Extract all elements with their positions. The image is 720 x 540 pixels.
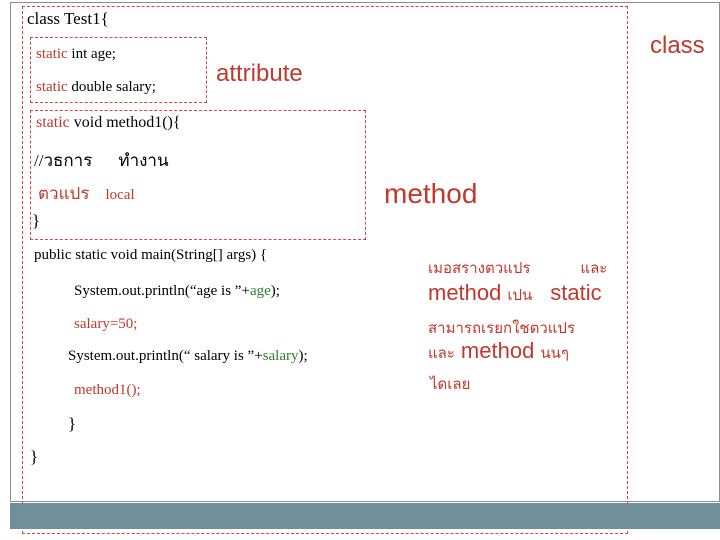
comment-line: //วธการ ทำงาน — [34, 147, 169, 174]
class-declaration: class Test1{ — [27, 9, 109, 28]
main-close-brace: } — [68, 414, 77, 433]
local-keyword: local — [105, 187, 135, 203]
print-salary-line: System.out.println(“ salary is ”+salary)… — [68, 348, 308, 364]
local-thai-label: ตวแปร — [38, 184, 90, 203]
method-close-brace: } — [32, 211, 41, 230]
note-line-5: ไดเลย — [430, 376, 471, 393]
method-declaration: static void method1(){ — [36, 114, 181, 132]
print-age-line: System.out.println(“age is ”+age); — [74, 283, 280, 299]
comment-word-2: ทำงาน — [118, 151, 169, 170]
class-close-brace: } — [30, 447, 39, 466]
salary-declaration: double salary; — [67, 79, 156, 95]
static-keyword: static — [36, 114, 70, 131]
age-variable: age — [249, 283, 271, 299]
static-keyword: static — [36, 46, 68, 62]
attribute-age-line: static int age; — [36, 46, 116, 63]
class-label: class — [650, 32, 705, 59]
attribute-box — [30, 37, 207, 103]
method-label: method — [384, 178, 478, 209]
salary-assignment: salary=50; — [74, 316, 138, 332]
class-box — [22, 6, 628, 534]
age-declaration: int age; — [67, 46, 116, 62]
method-signature: void method1(){ — [69, 114, 181, 131]
comment-prefix: // — [34, 151, 44, 170]
attribute-label: attribute — [216, 60, 303, 87]
attribute-salary-line: static double salary; — [36, 79, 156, 96]
comment-word-1: วธการ — [43, 151, 93, 170]
salary-variable: salary — [262, 348, 299, 364]
main-declaration: public static void main(String[] args) { — [34, 247, 268, 263]
local-variable-line: ตวแปร local — [38, 180, 135, 207]
bottom-bar — [10, 503, 720, 529]
static-keyword: static — [36, 79, 68, 95]
method-box — [30, 110, 366, 240]
note-line-3: สามารถเรยกใชตวแปร — [428, 320, 575, 337]
note-line-1: เมอสรางตวแปรและ — [428, 260, 608, 277]
method-call: method1(); — [74, 382, 141, 398]
